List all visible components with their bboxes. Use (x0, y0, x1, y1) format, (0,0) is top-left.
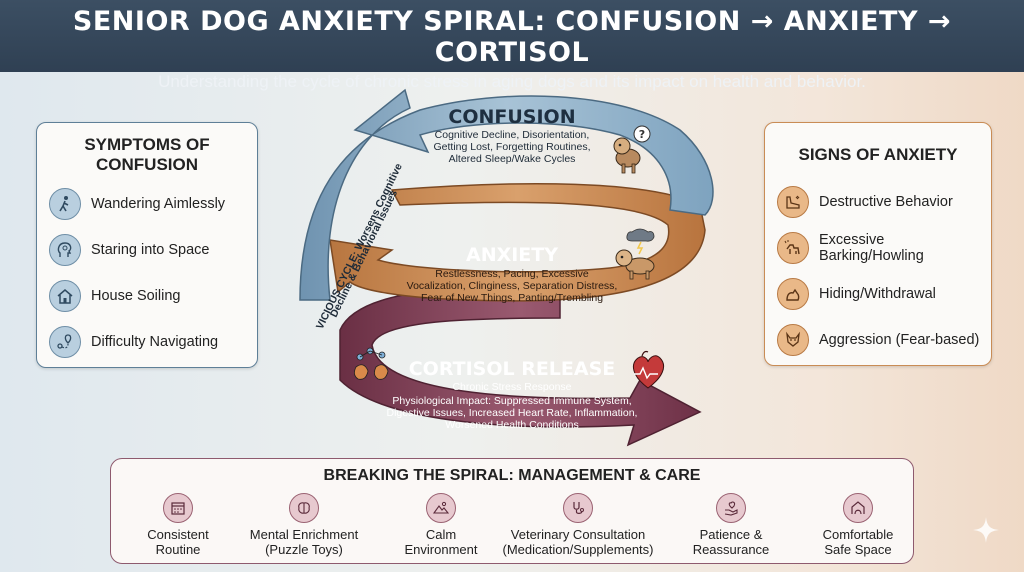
symptom-item: Wandering Aimlessly (37, 181, 257, 227)
cortisol-line3: Worsened Health Conditions (445, 419, 578, 431)
anxiety-title: ANXIETY (466, 244, 558, 266)
calendar-icon (163, 493, 193, 523)
cortisol-subtitle: Chronic Stress Response (452, 381, 571, 393)
page-subtitle: Understanding the cycle of chronic stres… (158, 72, 866, 91)
symptom-item: Staring into Space (37, 227, 257, 273)
tip-label: Veterinary Consultation(Medication/Suppl… (502, 527, 654, 557)
confusion-line1: Cognitive Decline, Disorientation, (435, 129, 590, 141)
anxiety-sign-label: Hiding/Withdrawal (819, 286, 936, 302)
symptoms-title-line1: SYMPTOMS OF (84, 135, 210, 154)
adrenal-gland-icon (354, 347, 389, 380)
symptoms-of-confusion-panel: SYMPTOMS OF CONFUSION Wandering Aimlessl… (36, 122, 258, 368)
confusion-band (299, 88, 714, 301)
barking-dog-icon (777, 232, 809, 264)
anxious-dog-icon (615, 228, 655, 280)
confusion-line2: Getting Lost, Forgetting Routines, (433, 141, 590, 153)
stethoscope-icon (563, 493, 593, 523)
anxiety-sign-item: Excessive Barking/Howling (765, 225, 991, 271)
symptom-label: House Soiling (91, 288, 181, 304)
header-banner: SENIOR DOG ANXIETY SPIRAL: CONFUSION → A… (0, 0, 1024, 91)
tip-mental-enrichment: Mental Enrichment(Puzzle Toys) (229, 493, 379, 557)
cortisol-line2: Digestive Issues, Increased Heart Rate, … (387, 407, 638, 419)
anxiety-sign-label-line1: Excessive (819, 232, 885, 248)
management-title: BREAKING THE SPIRAL: MANAGEMENT & CARE (323, 467, 701, 484)
symptom-label: Wandering Aimlessly (91, 196, 226, 212)
anxiety-sign-item: Aggression (Fear-based) (765, 317, 991, 363)
heart-organ-icon (632, 350, 664, 389)
house-icon (49, 280, 81, 312)
anxiety-line1: Restlessness, Pacing, Excessive (435, 268, 589, 280)
chewed-shoe-icon (777, 186, 809, 218)
signs-of-anxiety-panel: SIGNS OF ANXIETY Destructive Behavior Ex… (764, 122, 992, 366)
anxiety-sign-label: Destructive Behavior (819, 194, 953, 210)
management-care-panel: BREAKING THE SPIRAL: MANAGEMENT & CARE C… (110, 458, 914, 564)
calm-landscape-icon (426, 493, 456, 523)
symptoms-title-line2: CONFUSION (96, 155, 198, 174)
symptom-item: House Soiling (37, 273, 257, 319)
anxiety-sign-label: Aggression (Fear-based) (819, 332, 980, 348)
dog-bed-icon (843, 493, 873, 523)
symptoms-panel-title: SYMPTOMS OF CONFUSION (37, 135, 257, 175)
tip-label: Mental Enrichment(Puzzle Toys) (249, 527, 359, 557)
anxiety-line2: Vocalization, Clinginess, Separation Dis… (407, 280, 618, 292)
walking-person-icon (49, 188, 81, 220)
cortisol-title: CORTISOL RELEASE (409, 358, 616, 380)
tip-patience-reassurance: Patience &Reassurance (656, 493, 806, 557)
head-profile-icon (49, 234, 81, 266)
symptom-label: Staring into Space (91, 242, 210, 258)
confusion-line3: Altered Sleep/Wake Cycles (449, 153, 576, 165)
heart-hand-icon (716, 493, 746, 523)
brain-icon (289, 493, 319, 523)
confused-dog-icon: ? (613, 125, 651, 174)
anxiety-line3: Fear of New Things, Panting/Trembling (421, 292, 603, 304)
tip-label: Patience &Reassurance (692, 527, 770, 557)
anxiety-sign-item: Hiding/Withdrawal (765, 271, 991, 317)
anxiety-sign-label: Excessive Barking/Howling (819, 232, 924, 264)
symptom-item: Difficulty Navigating (37, 319, 257, 365)
svg-text:?: ? (639, 128, 645, 141)
page-title: SENIOR DOG ANXIETY SPIRAL: CONFUSION → A… (72, 6, 952, 68)
anxiety-panel-title: SIGNS OF ANXIETY (798, 145, 958, 164)
tip-veterinary-consultation: Veterinary Consultation(Medication/Suppl… (489, 493, 667, 557)
anxiety-band (329, 183, 706, 302)
dog-face-icon (777, 324, 809, 356)
anxiety-sign-label-line2: Barking/Howling (819, 248, 924, 264)
confusion-title: CONFUSION (448, 106, 575, 128)
map-pin-icon (49, 326, 81, 358)
hiding-dog-icon (777, 278, 809, 310)
sparkle-icon (973, 517, 999, 543)
anxiety-sign-item: Destructive Behavior (765, 179, 991, 225)
symptom-label: Difficulty Navigating (91, 334, 219, 350)
cortisol-line1: Physiological Impact: Suppressed Immune … (392, 395, 631, 407)
